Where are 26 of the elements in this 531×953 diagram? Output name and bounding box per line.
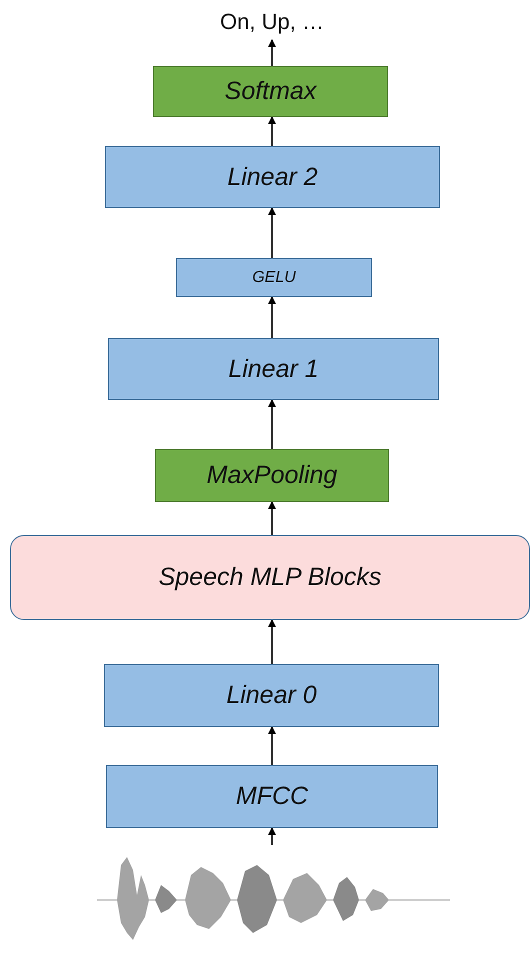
arrow bbox=[268, 619, 276, 664]
layer-box bbox=[155, 449, 389, 502]
arrow bbox=[268, 116, 276, 146]
layer-label: Linear 0 bbox=[226, 681, 317, 710]
layer-box bbox=[108, 338, 439, 400]
layer-box bbox=[104, 664, 439, 727]
layer-box bbox=[176, 258, 372, 297]
layer-box bbox=[105, 146, 440, 208]
arrow bbox=[268, 207, 276, 258]
layer-label: Linear 1 bbox=[228, 354, 319, 384]
layer-label: Softmax bbox=[224, 77, 316, 106]
arrow bbox=[268, 827, 276, 845]
layer-box bbox=[106, 765, 438, 828]
layer-label: Speech MLP Blocks bbox=[158, 563, 382, 592]
block-box bbox=[10, 535, 530, 620]
layer-box bbox=[153, 66, 388, 117]
output-text: On, Up, … bbox=[220, 9, 324, 35]
arrow bbox=[268, 39, 276, 66]
layer-label: MaxPooling bbox=[206, 461, 338, 490]
layer-label: MFCC bbox=[236, 782, 308, 811]
layer-label: GELU bbox=[252, 268, 296, 286]
arrow bbox=[268, 726, 276, 765]
arrow bbox=[268, 399, 276, 449]
layer-label: Linear 2 bbox=[227, 162, 318, 192]
arrow bbox=[268, 296, 276, 338]
arrow bbox=[268, 501, 276, 535]
